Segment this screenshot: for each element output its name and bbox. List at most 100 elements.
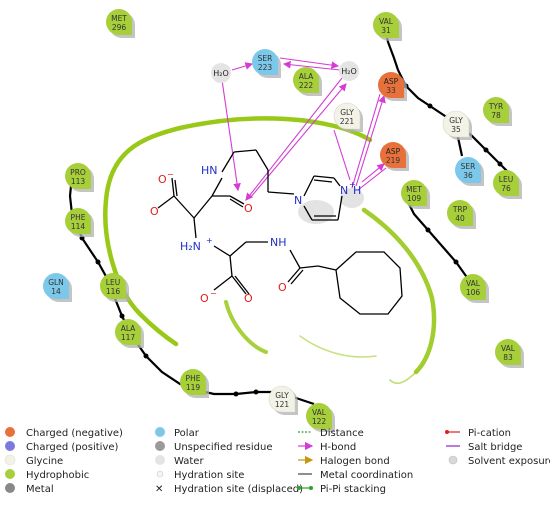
residue-number: 296 <box>112 23 127 32</box>
residue-number: 33 <box>386 86 396 95</box>
atom-o-carboxyl-1: O <box>150 205 159 218</box>
atom-n-imidazole: N <box>294 194 302 207</box>
residue-name: GLN <box>48 278 64 287</box>
legend-swatch-pication <box>445 430 460 434</box>
legend-label-metal: Metal <box>26 484 54 495</box>
pocket-inner-tail <box>299 335 377 358</box>
atom-o-carboxyl-2: O <box>244 292 253 305</box>
atom-nh-amide: NH <box>270 236 287 249</box>
legend-label-pipi: Pi-Pi stacking <box>320 484 386 495</box>
residue-name: TYR <box>488 102 503 111</box>
residue-name: VAL <box>466 279 481 288</box>
hbond-water2-ligand <box>245 77 343 201</box>
interactions <box>221 57 387 201</box>
residue-number: 222 <box>299 81 314 90</box>
solvent-exposure <box>298 188 364 224</box>
water-1: H₂O <box>211 63 231 83</box>
atom-charge-plus-2: + <box>349 180 356 189</box>
residue-name: VAL <box>379 17 394 26</box>
legend-label-hydration-site: Hydration site <box>174 470 244 481</box>
svg-text:H₂O: H₂O <box>341 67 357 76</box>
legend-label-hydration-displaced: Hydration site (displaced) <box>174 484 303 495</box>
residue-number: 219 <box>386 156 401 165</box>
legend-swatch-negative <box>5 427 15 437</box>
svg-text:H₂O: H₂O <box>213 69 229 78</box>
hbond-ligand-water2 <box>249 83 347 199</box>
hbond-gly221-ligand <box>333 129 351 181</box>
residue-number: 117 <box>121 333 136 342</box>
legend-swatch-water <box>155 455 165 465</box>
legend-label-positive: Charged (positive) <box>26 442 119 453</box>
atom-charge-plus: + <box>206 236 213 245</box>
residue-number: 76 <box>501 184 511 193</box>
legend-label-polar: Polar <box>174 428 200 439</box>
waters: H₂O H₂O <box>211 61 359 83</box>
residue-number: 221 <box>340 117 355 126</box>
residue-name: TRP <box>452 205 468 214</box>
backbone-dots <box>79 83 503 397</box>
residue-name: GLY <box>340 108 354 117</box>
pocket-outer-curve <box>361 207 437 375</box>
pocket-inner-curve-2 <box>224 300 268 354</box>
legend-label-negative: Charged (negative) <box>26 428 123 439</box>
hbond-water1-ligand <box>221 79 241 192</box>
legend-label-water: Water <box>174 456 204 467</box>
legend-swatch-metal <box>5 483 15 493</box>
legend-swatch-unspecified <box>155 441 165 451</box>
atom-o-amide-2: O <box>278 281 287 294</box>
residue-name: PRO <box>70 168 86 177</box>
residue-name: GLY <box>275 391 289 400</box>
pocket-outer-curve-tail <box>389 371 417 385</box>
residue-name: VAL <box>312 408 327 417</box>
legend-label-glycine: Glycine <box>26 456 63 467</box>
water-2: H₂O <box>339 61 359 81</box>
residue-number: 106 <box>466 288 481 297</box>
atom-charge-1: − <box>167 170 174 179</box>
residue-number: 116 <box>106 287 121 296</box>
atom-n-plus: N <box>340 184 348 197</box>
legend-label-metal-coord: Metal coordination <box>320 470 413 481</box>
legend-label-pication: Pi-cation <box>468 428 511 439</box>
legend-label-hydrophobic: Hydrophobic <box>26 470 89 481</box>
hbond-ligand-asp33 <box>355 94 386 187</box>
legend-swatch-hydration-site <box>156 470 164 478</box>
residue-name: ASP <box>384 77 399 86</box>
atom-o-minus-1: O <box>158 173 167 186</box>
residue-name: GLY <box>449 116 463 125</box>
residue-name: LEU <box>499 175 513 184</box>
residue-name: LEU <box>106 278 120 287</box>
residue-number: 14 <box>51 287 61 296</box>
residue-name: PHE <box>186 374 201 383</box>
legend: Charged (negative) Charged (positive) Gl… <box>4 427 550 495</box>
residue-number: 83 <box>503 353 513 362</box>
residue-name: ALA <box>299 72 314 81</box>
ligand-bonds <box>157 149 403 315</box>
hbond-water1-ser223 <box>231 62 254 71</box>
legend-label-hbond: H-bond <box>320 442 356 453</box>
hbond-ser223-water2 <box>279 57 340 69</box>
saltbridge-ligand-asp219 <box>357 167 387 191</box>
residue-name: SER <box>258 54 273 63</box>
ligand-atoms: O − O HN O H₂N + NH O O − O N N + H <box>150 164 361 305</box>
legend-label-distance: Distance <box>320 428 364 439</box>
residue-number: 114 <box>71 222 86 231</box>
pocket-outline <box>103 116 437 385</box>
residue-number: 109 <box>407 194 422 203</box>
residue-number: 223 <box>258 63 273 72</box>
